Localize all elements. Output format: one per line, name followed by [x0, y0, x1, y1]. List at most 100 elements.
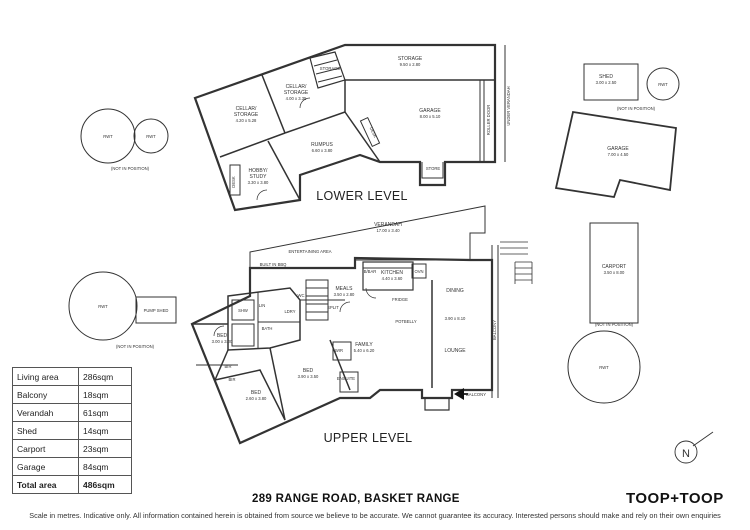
- shed-outline: [583, 63, 639, 101]
- room-label: LIN: [259, 303, 266, 308]
- brand-logo: TOOP+TOOP: [626, 490, 724, 507]
- room-dimension: 5.40 x 6.20: [354, 348, 375, 353]
- room-dimension: 4.40 x 3.60: [382, 276, 403, 281]
- rwt-tank-2: [133, 118, 169, 154]
- room-label: SPLIT: [327, 305, 339, 310]
- property-address: 289 RANGE ROAD, BASKET RANGE: [252, 493, 460, 505]
- room-label: FRIDGE: [392, 297, 408, 302]
- room-label: BUILT IN BBQ: [260, 262, 288, 267]
- note-label: (NOT IN POSITION): [617, 106, 656, 111]
- lower-level-plan: [193, 43, 506, 212]
- room-label: VERANDAH: [374, 222, 402, 228]
- room-label: LDRY: [284, 309, 295, 314]
- room-label: BIR: [229, 377, 236, 382]
- room-label: BED: [303, 368, 314, 374]
- area-value: 61sqm: [78, 403, 132, 422]
- room-label: STORAGE: [320, 66, 341, 71]
- area-value: 23sqm: [78, 439, 132, 458]
- area-label: Verandah: [12, 403, 79, 422]
- room-dimension: 3.90 x 3.50: [298, 374, 319, 379]
- area-value: 18sqm: [78, 385, 132, 404]
- area-label: Balcony: [12, 385, 79, 404]
- room-label: STORAGE: [234, 112, 259, 118]
- rwt-tank-1: [80, 108, 136, 164]
- room-label: BIR: [225, 364, 232, 369]
- room-label: STUDY: [250, 174, 268, 180]
- room-label: CARPORT: [602, 264, 626, 270]
- room-dimension: 3.00 x 2.50: [596, 80, 617, 85]
- area-value: 14sqm: [78, 421, 132, 440]
- total-value: 486sqm: [78, 475, 132, 494]
- room-dimension: 2.60 x 3.80: [246, 396, 267, 401]
- area-value: 286sqm: [78, 367, 132, 386]
- pump-shed-outline: [135, 296, 177, 324]
- upper-level-plan: [190, 205, 533, 445]
- room-label: STORE: [426, 166, 441, 171]
- room-label: BALCONY: [466, 392, 486, 397]
- lower-level-title: LOWER LEVEL: [316, 189, 408, 203]
- room-label: PUMP SHED: [144, 308, 169, 313]
- rwt-tank-5: [567, 330, 641, 404]
- compass-icon: [674, 431, 714, 464]
- note-label: (NOT IN POSITION): [111, 166, 150, 171]
- room-label: SHED: [599, 74, 613, 80]
- room-label: BATH: [262, 326, 273, 331]
- room-dimension: 3.50 x 2.80: [334, 292, 355, 297]
- carport-outline: [589, 222, 639, 324]
- room-label: MEALS: [336, 286, 354, 292]
- room-label: HOBBY/: [249, 168, 269, 174]
- room-label: B/BAR: [364, 269, 377, 274]
- note-label: (NOT IN POSITION): [595, 322, 634, 327]
- room-label: GARAGE: [419, 108, 441, 114]
- rwt-tank-3: [646, 67, 680, 101]
- room-label: SHW: [238, 308, 248, 313]
- rwt-tank-4: [68, 271, 138, 341]
- room-label: WC: [298, 293, 305, 298]
- total-label: Total area: [12, 475, 79, 494]
- room-label: ENSUITE: [337, 376, 355, 381]
- rwt-label: RWT: [146, 134, 156, 139]
- room-dimension: 4.20 x 5.28: [236, 118, 257, 123]
- rwt-label: RWT: [103, 134, 113, 139]
- room-label: WIR: [335, 348, 343, 353]
- room-dimension: 3.30 x 3.80: [248, 180, 269, 185]
- note-label: (NOT IN POSITION): [116, 344, 155, 349]
- room-dimension: 4.00 x 3.35: [286, 96, 307, 101]
- room-dimension: 3.50 x 8.00: [604, 270, 625, 275]
- room-dimension: 6.60 x 3.80: [312, 148, 333, 153]
- room-dimension: 7.00 x 4.50: [608, 152, 629, 157]
- room-dimension: 3.00 x 3.00: [212, 339, 233, 344]
- room-label: BED: [251, 390, 262, 396]
- room-label: DINING: [446, 288, 464, 294]
- rwt-label: RWT: [599, 365, 609, 370]
- room-label: STORAGE: [284, 90, 309, 96]
- garage2-outline: [554, 110, 677, 199]
- area-label: Garage: [12, 457, 79, 476]
- area-value: 84sqm: [78, 457, 132, 476]
- upper-level-title: UPPER LEVEL: [324, 431, 413, 445]
- room-dimension: 3.90 x 8.10: [445, 316, 466, 321]
- room-dimension: 8.00 x 5.10: [420, 114, 441, 119]
- room-dimension: 17.00 x 3.40: [376, 228, 400, 233]
- room-label: KITCHEN: [381, 270, 403, 276]
- rwt-label: RWT: [658, 82, 668, 87]
- room-label: DESK: [231, 176, 236, 188]
- room-label: BED: [217, 333, 228, 339]
- room-label: FAMILY: [355, 342, 373, 348]
- room-label: OVN: [414, 269, 423, 274]
- room-label: LOUNGE: [444, 348, 466, 354]
- room-dimension: 9.50 x 2.80: [400, 62, 421, 67]
- room-label: STORAGE: [398, 56, 423, 62]
- area-label: Carport: [12, 439, 79, 458]
- room-label: UNDER VERANDAH: [506, 86, 511, 125]
- room-label: CELLAR/: [286, 84, 307, 90]
- rwt-label: RWT: [98, 304, 108, 309]
- compass-north-label: N: [682, 448, 690, 460]
